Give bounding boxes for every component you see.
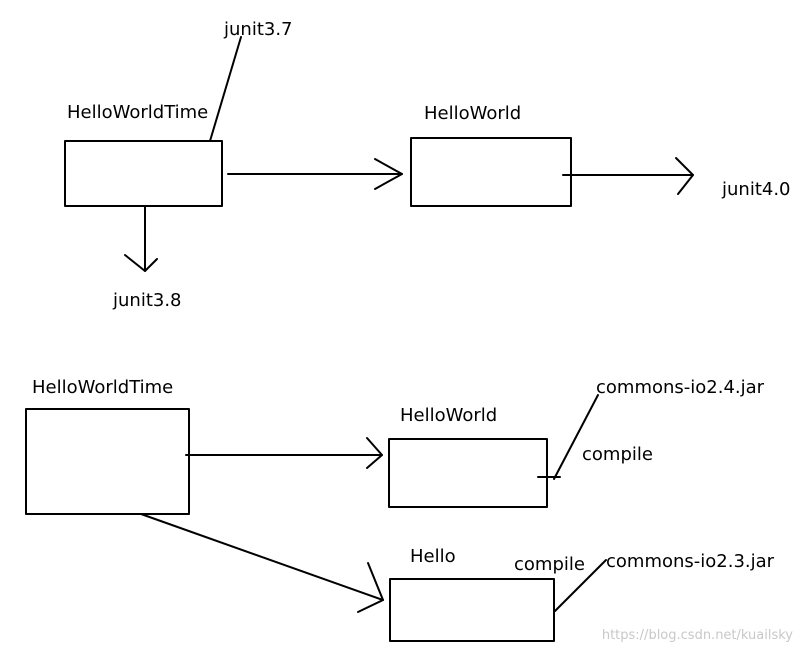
bottom-root-to-hello-arrow-shaft	[140, 513, 384, 601]
top-junit37-leader-line	[209, 36, 242, 142]
bottom-commons-io24-label: commons-io2.4.jar	[596, 377, 765, 398]
bottom-root-to-hello-arrow-head	[357, 562, 384, 613]
top-child-to-junit40-arrow-head	[675, 157, 694, 195]
top-junit38-label: junit3.8	[112, 290, 182, 311]
bottom-compile-label-b: compile	[514, 554, 585, 575]
top-helloworld-box	[410, 137, 572, 207]
bottom-root-to-helloworld-arrow-head	[366, 437, 383, 469]
watermark-text: https://blog.csdn.net/kuailsky	[602, 628, 793, 643]
top-root-to-child-arrow-head	[374, 158, 403, 190]
bottom-commons-io23-label: commons-io2.3.jar	[606, 551, 775, 572]
top-helloworldtime-label: HelloWorldTime	[67, 102, 208, 123]
bottom-hello-label: Hello	[410, 546, 456, 567]
top-junit37-label: junit3.7	[223, 19, 293, 40]
top-root-to-junit38-arrow-head	[124, 254, 158, 272]
top-helloworld-label: HelloWorld	[424, 103, 521, 124]
bottom-helloworldtime-label: HelloWorldTime	[32, 377, 173, 398]
top-helloworldtime-box	[64, 140, 223, 207]
bottom-helloworld-label: HelloWorld	[400, 405, 497, 426]
top-junit40-label: junit4.0	[721, 179, 791, 200]
bottom-compile-label-a: compile	[582, 444, 653, 465]
bottom-helloworldtime-box	[25, 408, 190, 515]
bottom-helloworld-box	[388, 438, 548, 508]
bottom-commons-io24-leader-line	[553, 394, 599, 480]
bottom-commons-io23-leader-line	[554, 559, 607, 612]
bottom-hello-box	[389, 578, 555, 642]
